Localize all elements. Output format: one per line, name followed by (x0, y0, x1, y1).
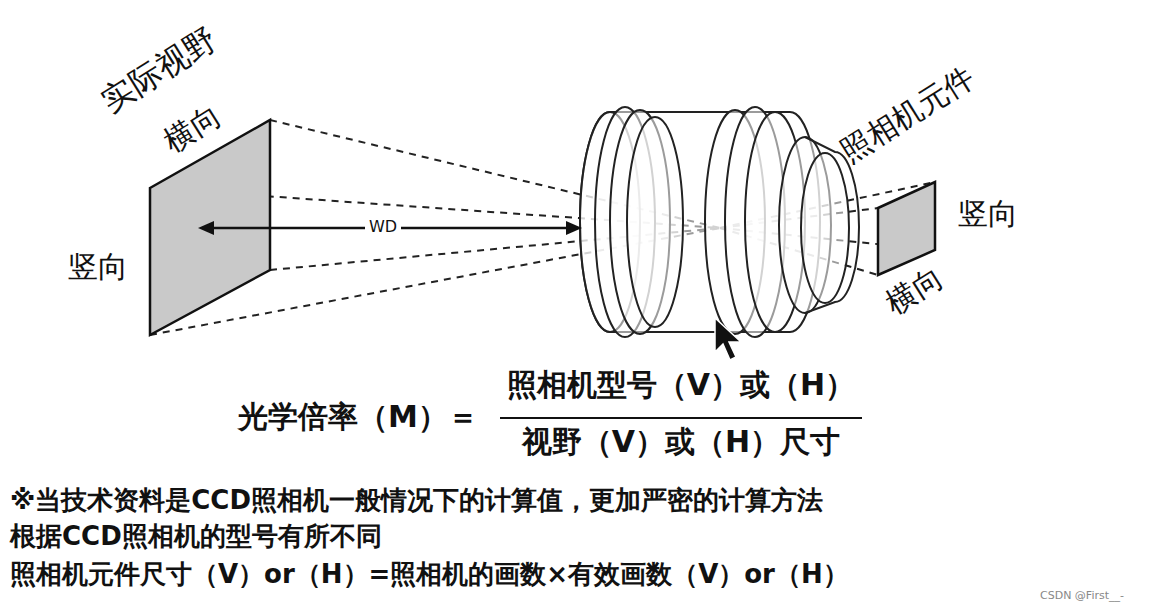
sensor-label: 照相机元件 (835, 61, 980, 170)
note-line: 根据CCD照相机的型号有所不同 (10, 522, 382, 552)
formula-label: 光学倍率（M）＝ (238, 400, 478, 435)
formula-numerator: 照相机型号（V）或（H） (507, 368, 855, 403)
note-line: ※当技术资料是CCD照相机一般情况下的计算值，更加严密的计算方法 (10, 486, 823, 516)
axis-label: 竖向 (68, 250, 128, 285)
axis-label: 竖向 (958, 197, 1018, 232)
distance-label: WD (365, 218, 401, 236)
note-line: 照相机元件尺寸（V）or（H）=照相机的画数×有效画数（V）or（H） (10, 560, 849, 590)
formula-denominator: 视野（V）或（H）尺寸 (522, 425, 840, 460)
watermark: CSDN @First__- (1040, 590, 1124, 603)
